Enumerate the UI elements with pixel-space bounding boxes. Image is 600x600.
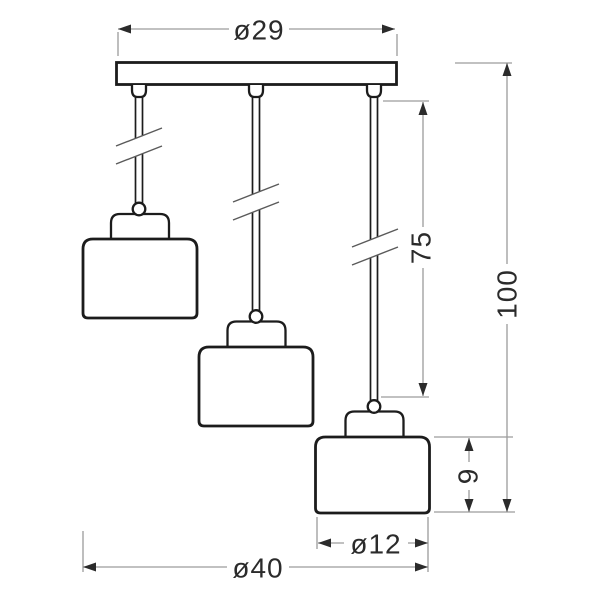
dimension-overall-diameter: ø40 <box>82 531 428 584</box>
dimension-total-height: 100 <box>434 62 523 513</box>
cord-break-mark-middle-icon <box>232 183 280 221</box>
arrow-left-icon <box>83 562 96 572</box>
socket-cap-left <box>109 212 171 242</box>
dimension-label-total-height: 100 <box>492 269 523 319</box>
arrow-up-icon <box>464 438 474 451</box>
arrow-right-icon <box>415 538 428 548</box>
cord-ball-right <box>366 399 382 414</box>
arrow-up-icon <box>418 102 428 115</box>
cord-hanger-middle <box>247 85 265 99</box>
ceiling-canopy-bar <box>115 61 398 86</box>
dimension-label-shade-diameter: ø12 <box>350 529 401 560</box>
dimension-canopy-diameter: ø29 <box>117 15 398 56</box>
lampshade-middle <box>197 345 315 428</box>
dimension-shade-height: 9 <box>434 436 513 512</box>
cord-break-mark-left-icon <box>115 127 163 165</box>
arrow-right-icon <box>415 562 428 572</box>
socket-cap-middle <box>226 320 287 349</box>
cord-ball-middle <box>248 309 264 324</box>
lampshade-right <box>314 435 431 515</box>
cord-ball-left <box>131 201 147 217</box>
cord-hanger-left <box>130 85 148 99</box>
dimension-shade-diameter: ø12 <box>316 517 429 572</box>
cord-hanger-right <box>365 85 383 99</box>
pendant-left <box>81 201 199 320</box>
dimension-label-pendant-drop: 75 <box>406 231 437 264</box>
arrow-down-icon <box>502 499 512 512</box>
socket-cap-right <box>344 410 405 439</box>
cord-break-mark-right-icon <box>351 228 399 266</box>
pendant-right <box>314 399 431 515</box>
lampshade-left <box>81 237 199 320</box>
pendant-middle <box>197 309 315 428</box>
arrow-up-icon <box>502 63 512 76</box>
dimension-label-overall-diameter: ø40 <box>232 553 283 584</box>
dimension-pendant-drop: 75 <box>381 100 437 398</box>
dimension-label-canopy-diameter: ø29 <box>233 15 284 46</box>
arrow-right-icon <box>382 24 395 34</box>
arrow-down-icon <box>418 383 428 396</box>
dimension-label-shade-height: 9 <box>453 468 484 485</box>
arrow-down-icon <box>464 499 474 512</box>
arrow-left-icon <box>318 538 331 548</box>
arrow-left-icon <box>118 24 131 34</box>
